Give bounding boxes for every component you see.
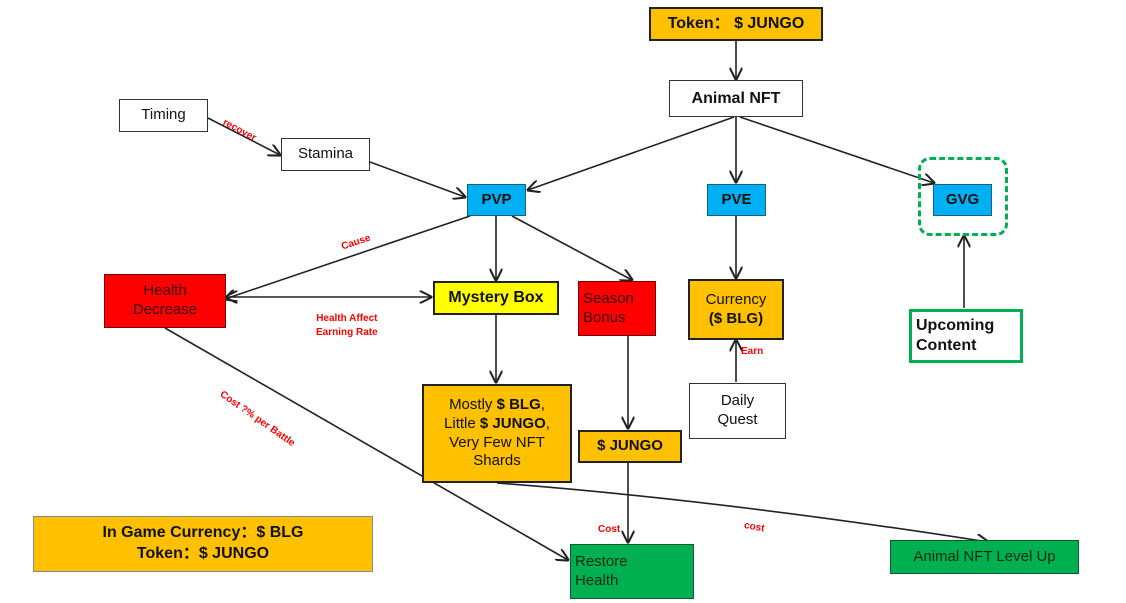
health-decrease-box: Health Decrease <box>104 274 226 328</box>
health-decrease-line1: Health <box>143 282 187 300</box>
animal-nft-label: Animal NFT <box>691 89 781 107</box>
mystery-box-label: Mystery Box <box>448 289 544 306</box>
arrow-health-decrease-to-restore-health <box>164 327 568 560</box>
pve-box: PVE <box>707 184 766 216</box>
currency-line1: Currency <box>705 290 767 308</box>
legend-line1: In Game Currency：$ BLG <box>102 524 304 542</box>
arrow-pvp-to-season-bonus <box>511 215 632 280</box>
currency-blg-box: Currency ($ BLG) <box>688 279 784 340</box>
jungo-box: $ JUNGO <box>578 430 682 463</box>
stamina-box: Stamina <box>281 138 370 171</box>
season-bonus-line1: Season <box>583 289 634 307</box>
pvp-box: PVP <box>467 184 526 216</box>
animal-nft-level-up-box: Animal NFT Level Up <box>890 540 1079 574</box>
upcoming-content-box: Upcoming Content <box>909 309 1023 363</box>
restore-health-line2: Health <box>575 571 619 589</box>
upcoming-line1: Upcoming <box>916 317 995 334</box>
label-health-affect-line2: Earning Rate <box>316 326 378 338</box>
token-jungo-box: Token： $ JUNGO <box>649 7 823 41</box>
arrow-animal-nft-to-gvg <box>739 116 934 183</box>
legend-line2: Token：$ JUNGO <box>136 545 270 562</box>
timing-box: Timing <box>119 99 208 132</box>
currency-legend: In Game Currency：$ BLG Token：$ JUNGO <box>33 516 373 572</box>
gvg-label: GVG <box>945 190 980 208</box>
level-up-label: Animal NFT Level Up <box>913 547 1056 565</box>
currency-line2: ($ BLG) <box>708 309 764 327</box>
label-health-affect-line1: Health Affect <box>316 313 378 324</box>
rewards-line2: Little $ JUNGO, <box>444 414 550 432</box>
timing-label: Timing <box>141 106 186 124</box>
arrow-stamina-to-pvp <box>369 161 465 197</box>
pve-label: PVE <box>721 190 752 208</box>
animal-nft-box: Animal NFT <box>669 80 803 117</box>
daily-quest-box: Daily Quest <box>689 383 786 439</box>
label-cost-restore: Cost <box>598 524 621 535</box>
restore-health-box: Restore Health <box>570 544 694 599</box>
token-jungo-label: Token： $ JUNGO <box>667 15 805 32</box>
arrow-timing-to-stamina <box>207 117 280 155</box>
gvg-box: GVG <box>933 184 992 216</box>
arrow-rewards-to-nft-level-up <box>496 482 988 542</box>
gvg-dashed-frame <box>918 157 1008 236</box>
rewards-line4: Shards <box>473 452 521 470</box>
pvp-label: PVP <box>481 190 512 208</box>
daily-quest-line2: Quest <box>717 411 758 428</box>
mystery-rewards-box: Mostly $ BLG, Little $ JUNGO, Very Few N… <box>422 384 572 483</box>
season-bonus-box: Season Bonus <box>578 281 656 336</box>
restore-health-line1: Restore <box>575 552 628 570</box>
rewards-line1: Mostly $ BLG, <box>449 396 545 413</box>
stamina-label: Stamina <box>297 145 354 163</box>
jungo-label: $ JUNGO <box>597 437 663 455</box>
label-earn: Earn <box>741 346 764 357</box>
label-health-affect: Health Affect Earning Rate <box>316 312 378 339</box>
rewards-line3: Very Few NFT <box>449 433 545 451</box>
season-bonus-line2: Bonus <box>583 308 626 326</box>
health-decrease-line2: Decrease <box>132 301 198 318</box>
arrow-animal-nft-to-pvp <box>528 116 735 190</box>
daily-quest-line1: Daily <box>720 392 755 410</box>
upcoming-line2: Content <box>916 337 977 354</box>
mystery-box: Mystery Box <box>433 281 559 315</box>
arrow-pvp-to-health-decrease <box>225 215 471 299</box>
